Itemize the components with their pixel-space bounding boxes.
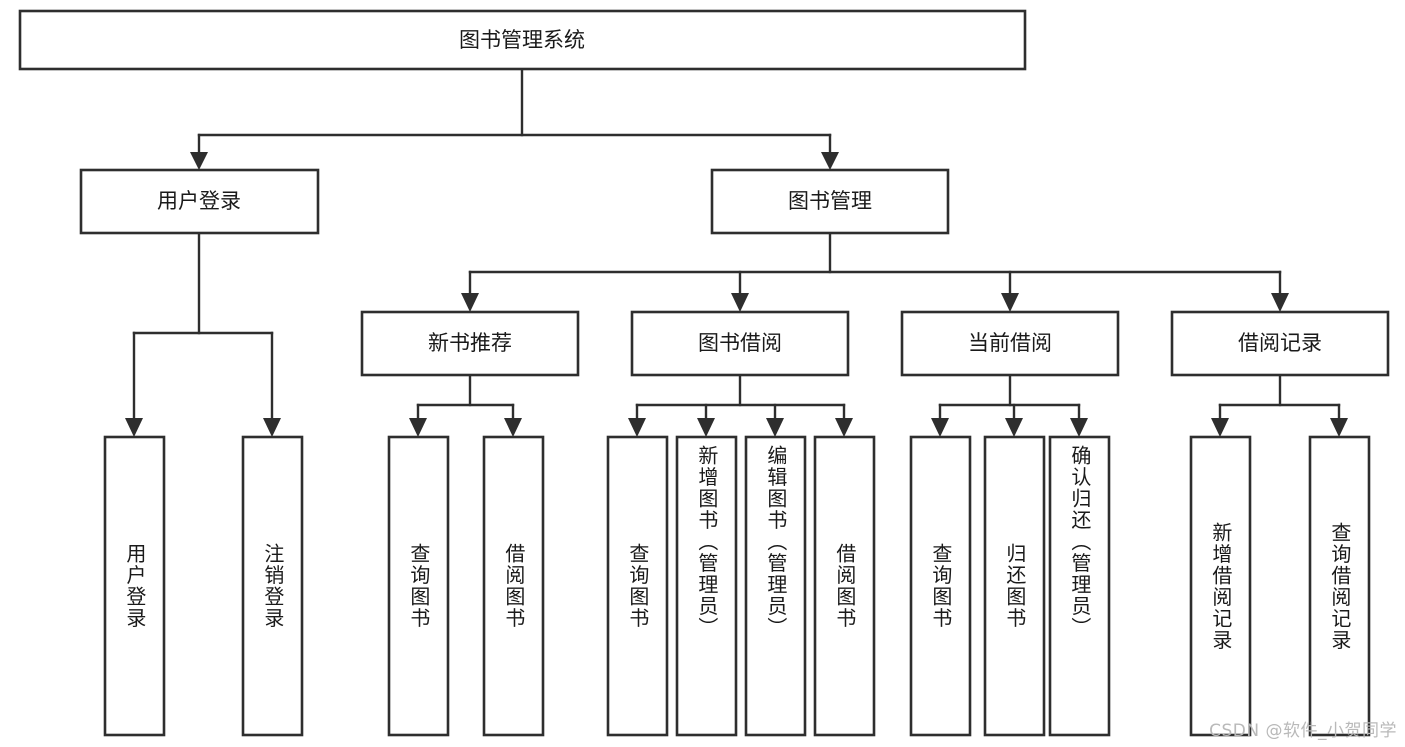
arrow-nbr-leaf1: [409, 418, 427, 437]
arrow-cb-leaf1: [931, 418, 949, 437]
arrow-cb-leaf3: [1070, 418, 1088, 437]
node-label-borrow-record: 借阅记录: [1238, 331, 1322, 355]
node-label-current-borrow: 当前借阅: [968, 331, 1052, 355]
leaf-box-borrow-book-bb[interactable]: [813, 435, 876, 737]
node-box-book-management[interactable]: [710, 168, 950, 235]
arrow-br-leaf1: [1211, 418, 1229, 437]
arrow-to-current-borrow: [1001, 293, 1019, 312]
arrow-bb-leaf1: [628, 418, 646, 437]
node-box-new-book-recommend[interactable]: [360, 310, 580, 377]
node-box-borrow-record[interactable]: [1170, 310, 1390, 377]
leaf-box-query-borrow-record[interactable]: [1308, 435, 1371, 737]
leaf-box-query-book-bb[interactable]: [606, 435, 669, 737]
arrow-bb-leaf4: [835, 418, 853, 437]
arrow-nbr-leaf2: [504, 418, 522, 437]
arrow-to-book-borrow: [731, 293, 749, 312]
leaf-box-return-book[interactable]: [983, 435, 1046, 737]
leaf-box-query-book-cb[interactable]: [909, 435, 972, 737]
arrow-root-to-book-mgmt: [821, 152, 839, 170]
leaf-box-edit-book-admin[interactable]: [744, 435, 807, 737]
arrow-bb-leaf3: [766, 418, 784, 437]
connector-layer: [125, 67, 1348, 437]
leaf-box-add-book-admin[interactable]: [675, 435, 738, 737]
arrow-to-borrow-record: [1271, 293, 1289, 312]
box-layer: 图书管理系统 用户登录 图书管理 新书推荐 图书借阅 当前借阅 借阅记录: [18, 9, 1390, 737]
leaf-box-query-book-nbr[interactable]: [387, 435, 450, 737]
arrow-cb-leaf2: [1005, 418, 1023, 437]
arrow-user-login-leaf1: [125, 418, 143, 437]
node-box-book-borrow[interactable]: [630, 310, 850, 377]
node-box-current-borrow[interactable]: [900, 310, 1120, 377]
node-label-root: 图书管理系统: [459, 28, 585, 52]
leaf-box-confirm-return-admin[interactable]: [1048, 435, 1111, 737]
node-label-user-login: 用户登录: [157, 189, 241, 213]
node-label-book-borrow: 图书借阅: [698, 331, 782, 355]
node-box-user-login[interactable]: [79, 168, 320, 235]
leaf-box-user-login[interactable]: [103, 435, 166, 737]
arrow-bb-leaf2: [697, 418, 715, 437]
arrow-br-leaf2: [1330, 418, 1348, 437]
leaf-box-logout[interactable]: [241, 435, 304, 737]
arrow-root-to-user-login: [190, 152, 208, 170]
node-box-root[interactable]: [18, 9, 1027, 71]
leaf-box-add-borrow-record[interactable]: [1189, 435, 1252, 737]
arrow-user-login-leaf2: [263, 418, 281, 437]
leaf-box-borrow-book-nbr[interactable]: [482, 435, 545, 737]
arrow-to-new-book-rec: [461, 293, 479, 312]
node-label-book-management: 图书管理: [788, 189, 872, 213]
node-label-new-book-recommend: 新书推荐: [428, 331, 512, 355]
